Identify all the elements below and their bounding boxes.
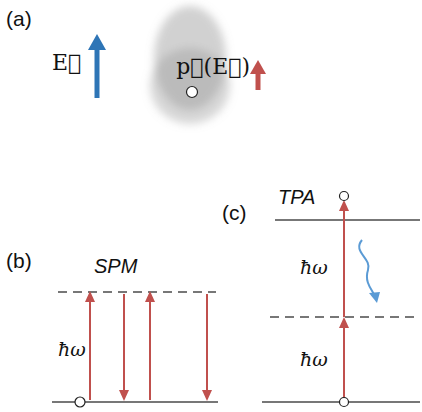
process-label: TPA xyxy=(278,187,315,207)
spm-transitions xyxy=(85,291,212,401)
tpa-levels xyxy=(262,220,420,402)
relaxation-arrow xyxy=(359,240,380,303)
spm-levels xyxy=(52,292,218,402)
electron xyxy=(75,397,85,407)
nucleus xyxy=(187,87,198,98)
dipole-arrow xyxy=(250,60,266,90)
photon-energy: ħω xyxy=(300,350,328,369)
dipole-symbol: p⃗(E⃗) xyxy=(176,56,250,78)
field-arrow xyxy=(88,34,106,98)
electron xyxy=(340,192,349,201)
electron xyxy=(340,398,349,407)
photon-energy: ħω xyxy=(300,258,328,277)
photon-energy: ħω xyxy=(58,340,86,359)
process-label: SPM xyxy=(94,256,137,276)
panel-label: (a) xyxy=(6,8,32,29)
tpa-transitions xyxy=(339,200,349,400)
panel-label: (c) xyxy=(222,202,247,223)
panel-label: (b) xyxy=(6,250,32,271)
field-symbol: E⃗ xyxy=(52,52,81,74)
